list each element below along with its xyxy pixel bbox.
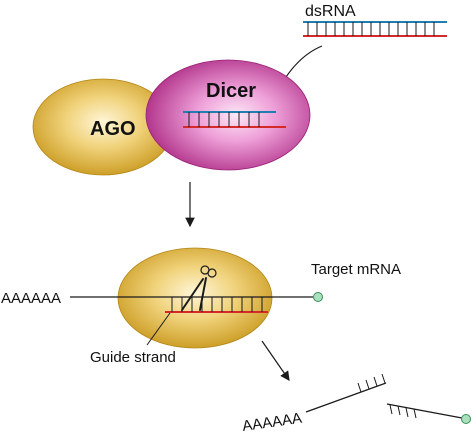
cleaved-fragment-2 <box>386 403 471 424</box>
scissors-icon <box>181 265 217 311</box>
dsrna-duplex <box>303 21 447 37</box>
guide-strand-pointer <box>146 312 171 346</box>
cleavage-arrow <box>261 340 290 381</box>
dicer-bound-dsrna <box>183 111 286 128</box>
target-mrna-label: Target mRNA <box>311 261 401 278</box>
guide-target-duplex <box>165 297 268 313</box>
mrna-cap-circle <box>313 292 323 302</box>
ago-label: AGO <box>90 118 136 140</box>
polya-tail-top: AAAAAA <box>1 290 61 307</box>
dicer-label: Dicer <box>206 80 256 102</box>
cleaved-fragment-1 <box>305 373 387 413</box>
dicer-protein <box>145 59 311 171</box>
polya-tail-bottom: AAAAAA <box>241 410 303 435</box>
guide-strand-label: Guide strand <box>90 349 176 366</box>
ago-risc-protein <box>117 247 273 349</box>
cleaved-cap-circle <box>461 414 471 424</box>
dsrna-label: dsRNA <box>305 3 356 20</box>
